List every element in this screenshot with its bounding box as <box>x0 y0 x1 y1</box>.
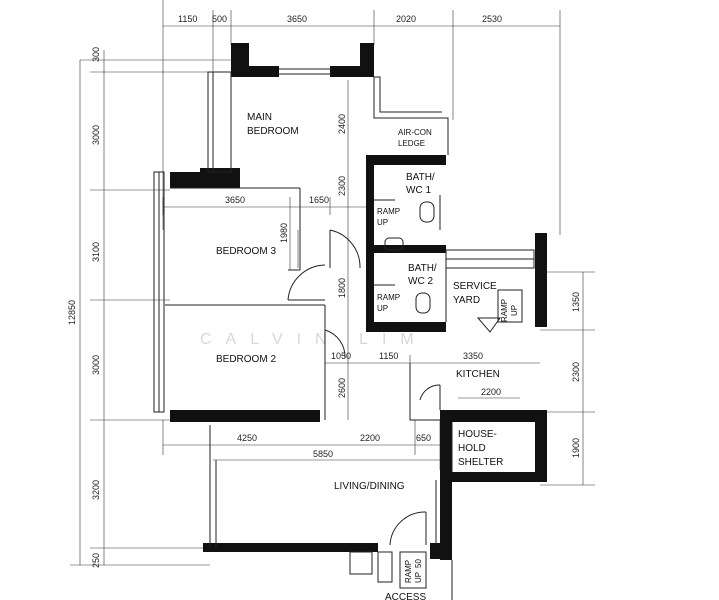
dim-corridor-height: 1800 <box>337 278 347 298</box>
dim-bath1-height: 2300 <box>337 176 347 196</box>
label-main-bedroom-1: MAIN <box>247 112 272 123</box>
label-bedroom3: BEDROOM 3 <box>216 246 276 257</box>
label-main-bedroom-2: BEDROOM <box>247 126 299 137</box>
dim-row-2: 1150 <box>379 351 398 361</box>
dim-kitchen-width: 2200 <box>481 387 501 397</box>
label-ramp3: RAMP <box>500 299 509 322</box>
label-ramp2-2: UP <box>377 304 388 313</box>
label-service-yard-1: SERVICE <box>453 281 497 292</box>
dim-b2-height: 2600 <box>337 378 347 398</box>
dim-main-height: 2400 <box>337 114 347 134</box>
dim-left-5: 3200 <box>91 480 101 500</box>
dim-top-1: 1150 <box>178 14 197 24</box>
label-bath2-2: WC 2 <box>408 276 433 287</box>
label-aircon-2: LEDGE <box>398 139 425 148</box>
dim-bottom-2: 2200 <box>360 433 380 443</box>
label-ramp4-height: 50 <box>414 559 423 568</box>
dim-living-width: 5850 <box>313 449 333 459</box>
dim-bottom-3: 650 <box>416 433 431 443</box>
dim-b3-width2: 1650 <box>309 195 329 205</box>
label-service-yard-2: YARD <box>453 295 480 306</box>
dim-row-3: 3350 <box>463 351 483 361</box>
label-ramp3-up: UP <box>510 305 519 316</box>
walls <box>170 43 547 560</box>
dim-top-3: 3650 <box>287 14 307 24</box>
label-bath1-1: BATH/ <box>406 172 435 183</box>
dim-left-6: 250 <box>91 553 101 568</box>
dim-bottom-1: 4250 <box>237 433 257 443</box>
label-ramp4-up: UP <box>414 572 423 583</box>
label-bath2-1: BATH/ <box>408 263 437 274</box>
label-shelter-2: HOLD <box>458 443 486 454</box>
dim-left-4: 3000 <box>91 355 101 375</box>
dim-total-left: 12850 <box>67 300 77 325</box>
label-bath1-2: WC 1 <box>406 185 431 196</box>
dim-right-1: 1350 <box>571 292 581 312</box>
label-shelter-1: HOUSE- <box>458 429 497 440</box>
label-ramp1-2: UP <box>377 218 388 227</box>
dim-left-3: 3100 <box>91 242 101 262</box>
dim-top-2: 500 <box>212 14 227 24</box>
dim-left-1: 300 <box>91 47 101 62</box>
dim-b3-height: 1980 <box>279 223 289 243</box>
label-access: ACCESS <box>385 592 426 600</box>
dim-left-2: 3000 <box>91 125 101 145</box>
room-labels: MAIN BEDROOM AIR-CON LEDGE BATH/ WC 1 RA… <box>216 112 519 600</box>
dim-right-2: 2300 <box>571 362 581 382</box>
label-ramp4: RAMP <box>404 560 413 583</box>
dim-top-5: 2530 <box>482 14 502 24</box>
dim-right-3: 1900 <box>571 438 581 458</box>
label-bedroom2: BEDROOM 2 <box>216 354 276 365</box>
dimension-labels: 1150 500 3650 2020 2530 300 3000 3100 30… <box>67 14 581 568</box>
label-aircon-1: AIR-CON <box>398 128 432 137</box>
label-ramp2-1: RAMP <box>377 293 400 302</box>
watermark: CALVIN LIM <box>200 331 428 348</box>
label-living-dining: LIVING/DINING <box>334 481 405 492</box>
dim-b3-width: 3650 <box>225 195 245 205</box>
dim-top-4: 2020 <box>396 14 416 24</box>
label-shelter-3: SHELTER <box>458 457 503 468</box>
label-kitchen: KITCHEN <box>456 369 500 380</box>
partitions <box>153 68 535 600</box>
dim-row-1: 1050 <box>331 351 351 361</box>
label-ramp1-1: RAMP <box>377 207 400 216</box>
